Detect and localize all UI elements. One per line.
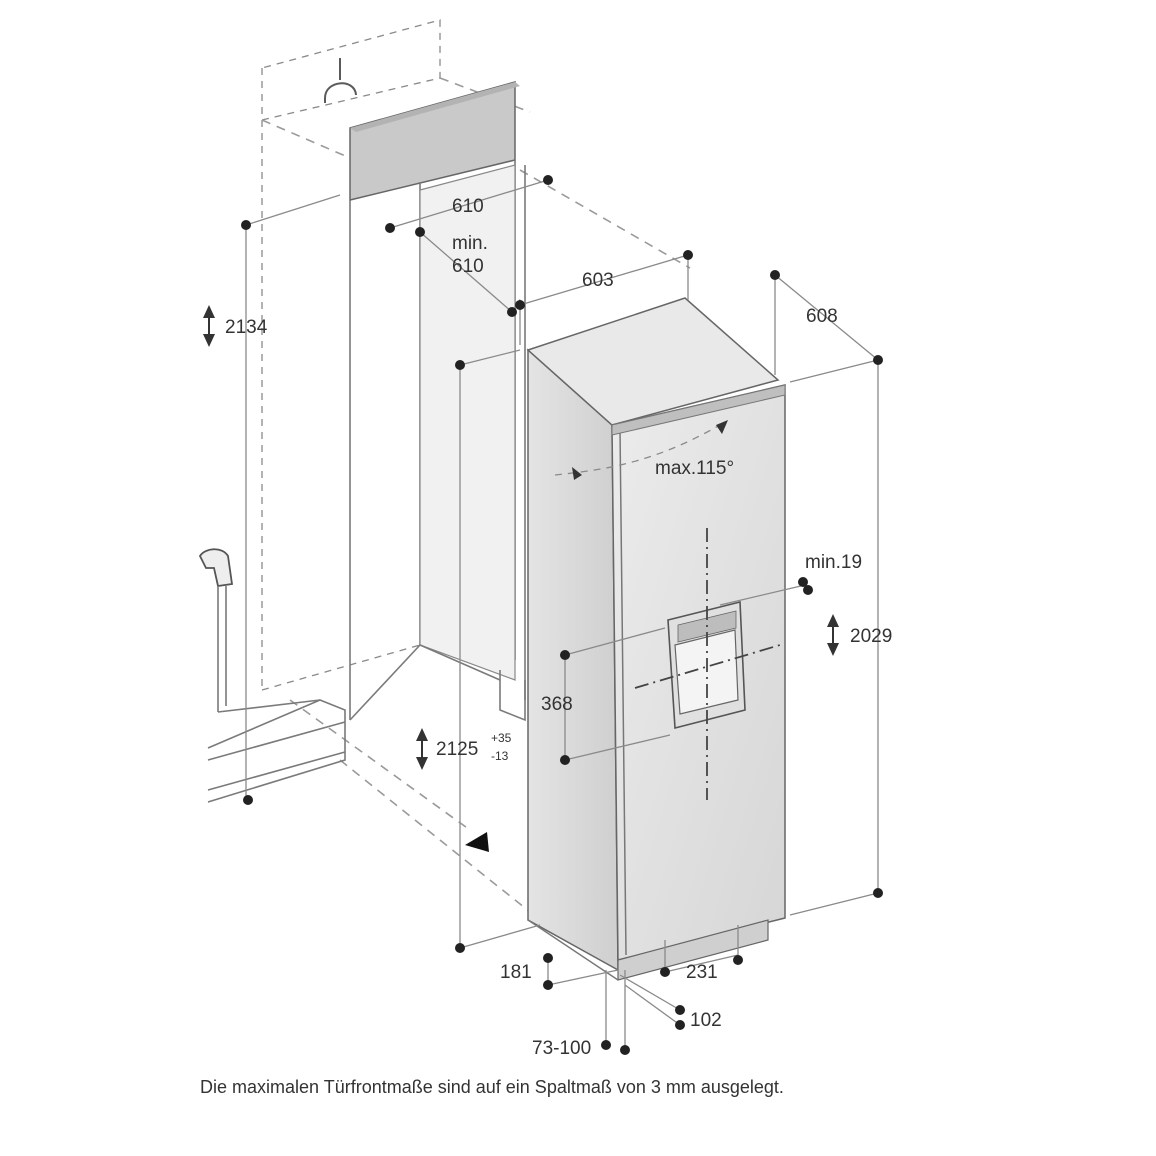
label-niche-depth-min: min. <box>452 233 488 254</box>
door-swing-arc <box>554 420 728 480</box>
water-tap-icon <box>198 548 321 713</box>
label-base-height: 181 <box>500 962 532 983</box>
label-niche-width: 610 <box>452 196 484 217</box>
label-niche-depth-adjust: 2125 <box>436 739 478 760</box>
label-niche-depth-value: 610 <box>452 256 484 277</box>
caption: Die maximalen Türfrontmaße sind auf ein … <box>200 1077 784 1097</box>
install-direction-arrow <box>465 832 489 852</box>
label-tolerance-plus: +35 <box>491 731 512 745</box>
label-plinth-range: 73-100 <box>532 1038 591 1059</box>
label-tolerance-minus: -13 <box>491 749 509 763</box>
vertical-arrow-icon <box>203 305 839 770</box>
label-appliance-width: 603 <box>582 270 614 291</box>
label-appliance-depth: 608 <box>806 306 838 327</box>
label-plinth-depth: 102 <box>690 1010 722 1031</box>
label-door-height: 2029 <box>850 626 892 647</box>
dimension-lines <box>245 179 879 1050</box>
appliance-body <box>526 297 786 981</box>
power-socket-icon <box>324 58 357 103</box>
label-dispenser-height: 368 <box>541 694 573 715</box>
label-door-angle: max.115° <box>655 458 734 479</box>
dimension-dots <box>241 175 883 1055</box>
label-plinth-width: 231 <box>686 962 718 983</box>
label-side-clearance: min.19 <box>805 552 862 573</box>
label-niche-height: 2134 <box>225 317 268 338</box>
